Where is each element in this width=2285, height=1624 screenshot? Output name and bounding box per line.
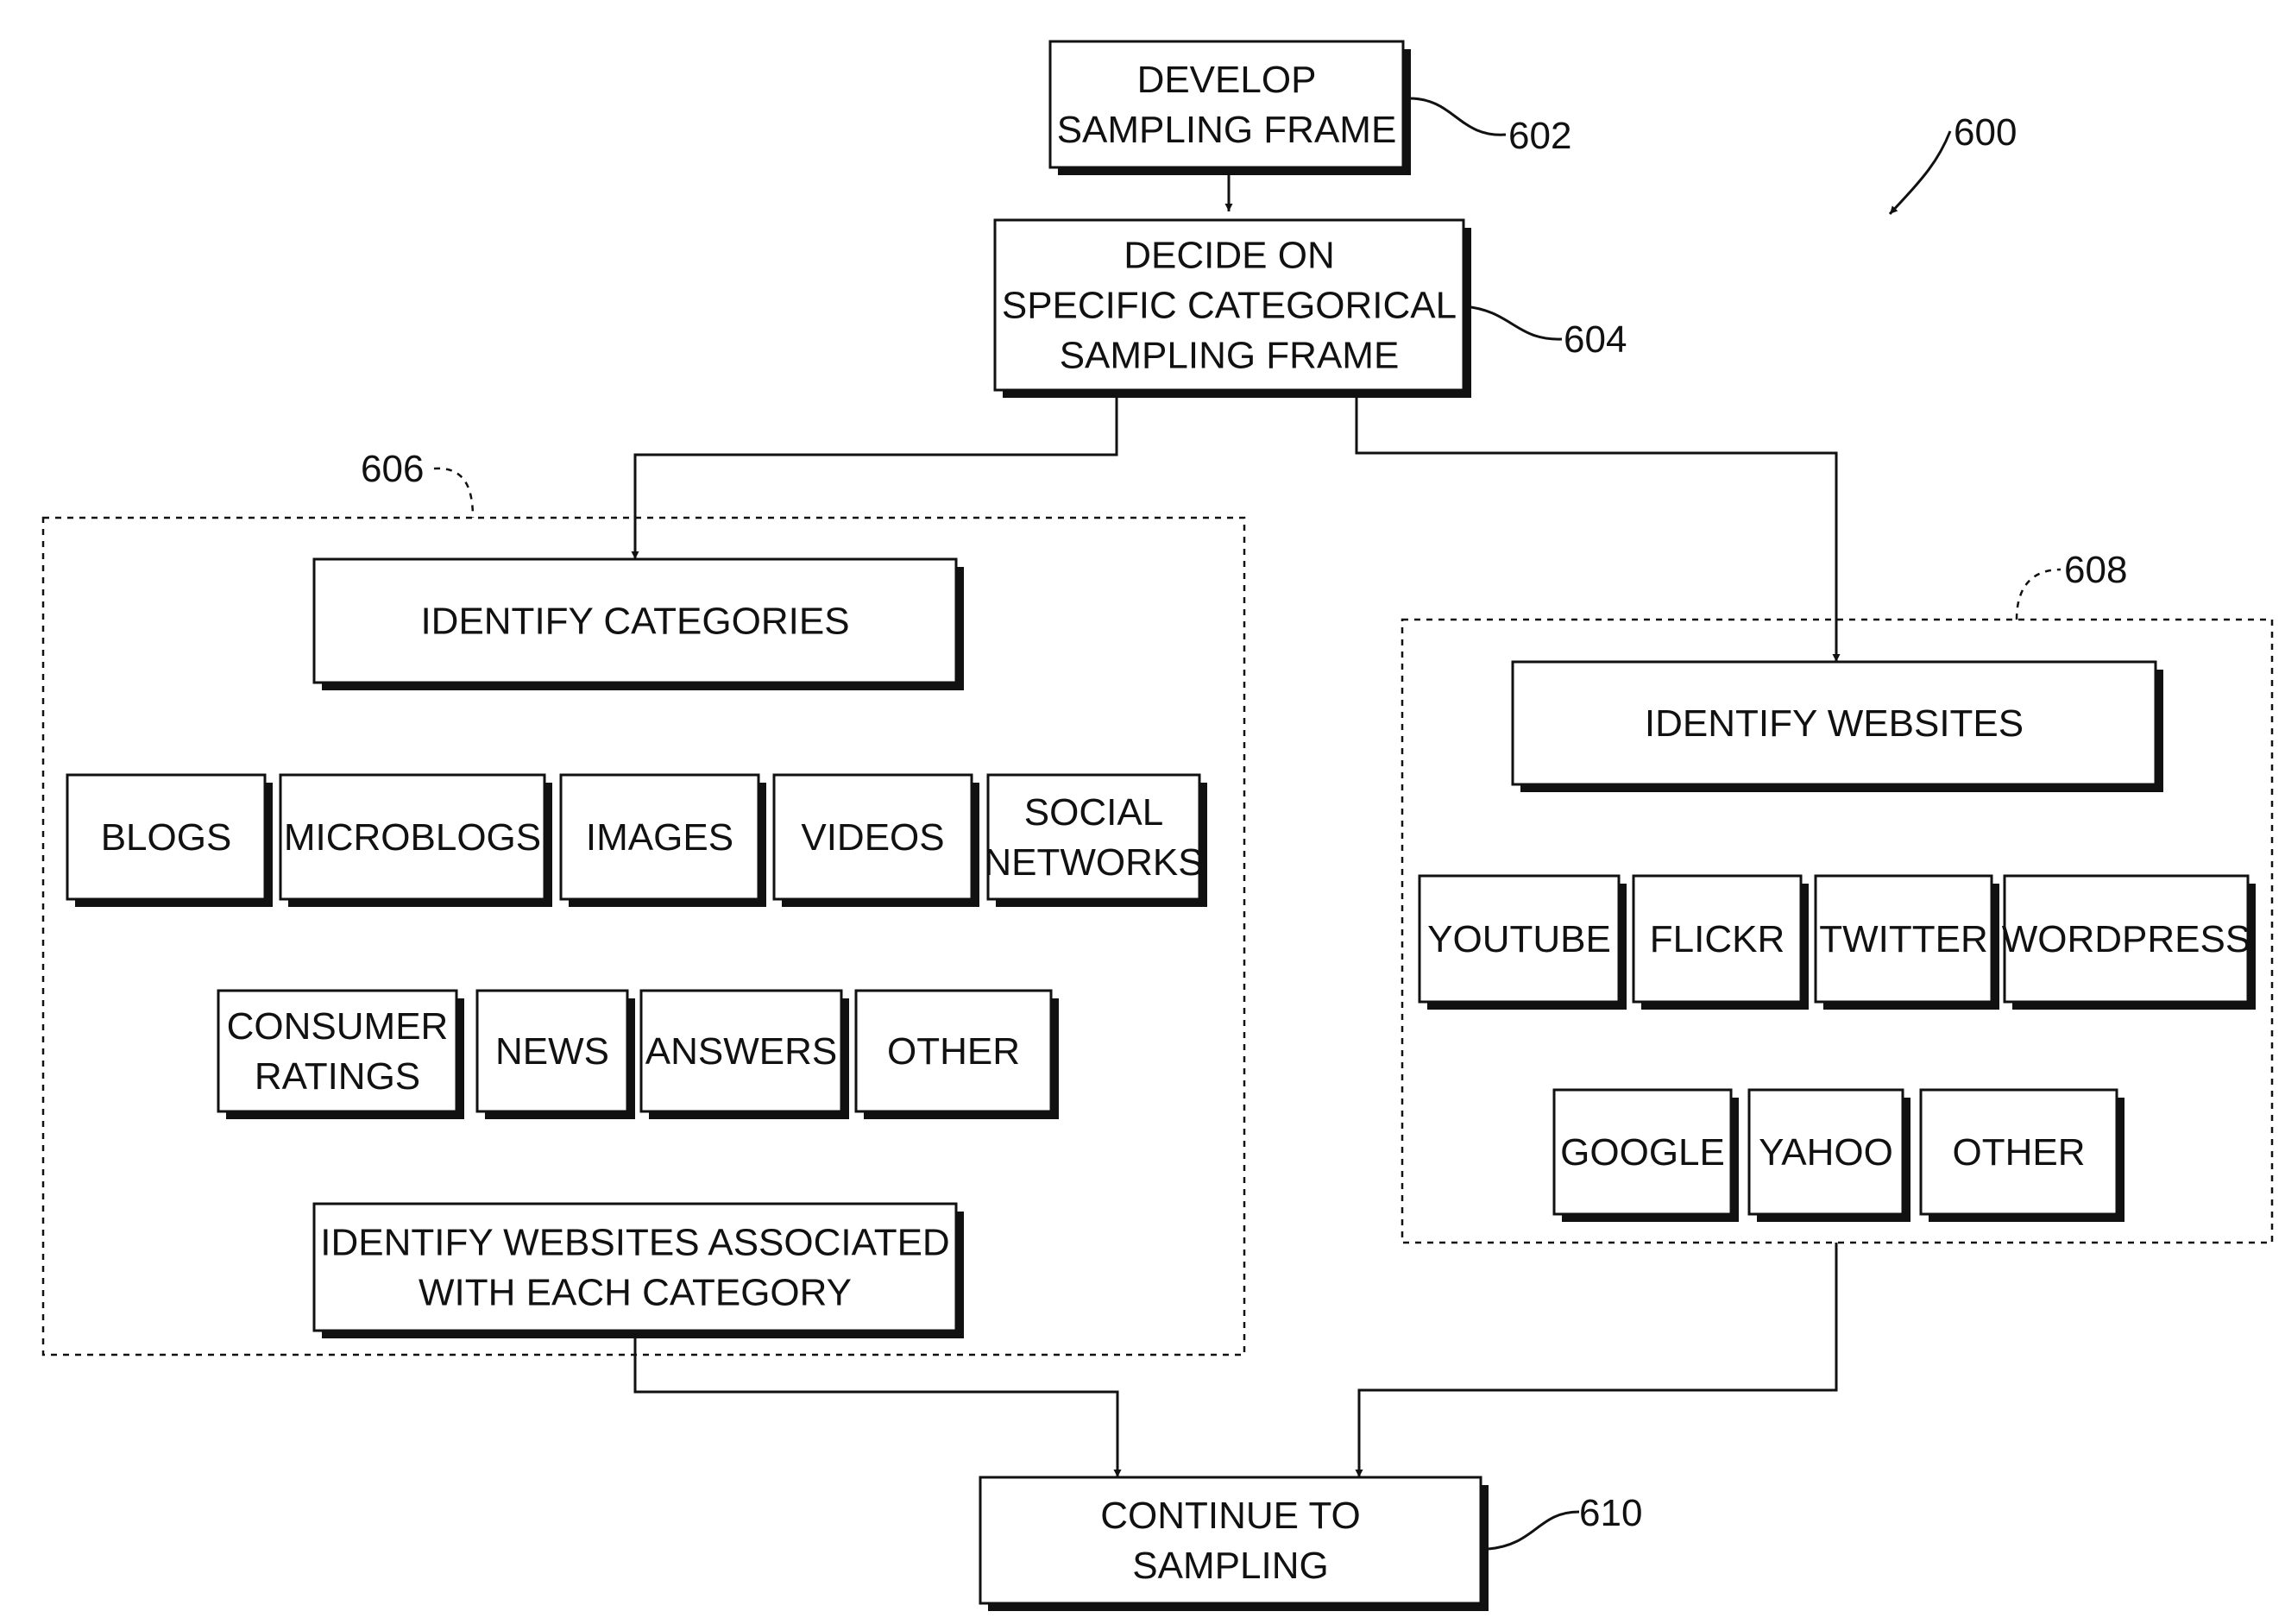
identify-categories-box-label-line-1: IDENTIFY CATEGORIES — [420, 601, 849, 643]
ref-label-602: 602 — [1508, 115, 1571, 157]
ref-label-606: 606 — [361, 448, 424, 490]
website-yahoo-box: YAHOO — [1749, 1090, 1910, 1222]
continue-to-sampling-box: CONTINUE TO SAMPLING — [980, 1477, 1489, 1611]
category-images-box: IMAGES — [561, 775, 766, 907]
category-news-box-label-line-1: NEWS — [495, 1030, 609, 1073]
decide-categorical-frame-box-label-line-3: SAMPLING FRAME — [1060, 335, 1400, 377]
continue-to-sampling-box-label-line-2: SAMPLING — [1132, 1545, 1328, 1587]
website-youtube-box: YOUTUBE — [1419, 876, 1627, 1010]
leader-610 — [1489, 1512, 1579, 1549]
website-twitter-box-label-line-1: TWITTER — [1819, 918, 1988, 960]
arrow-604-to-categories — [635, 390, 1117, 559]
develop-sampling-frame-box: DEVELOP SAMPLING FRAME — [1050, 41, 1411, 175]
leader-608 — [2017, 570, 2061, 620]
category-microblogs-box: MICROBLOGS — [280, 775, 552, 907]
website-other-box: OTHER — [1921, 1090, 2124, 1222]
website-other-box-label-line-1: OTHER — [1953, 1131, 2086, 1174]
category-blogs-box-label-line-1: BLOGS — [101, 816, 232, 859]
website-google-box: GOOGLE — [1554, 1090, 1739, 1222]
category-images-box-label-line-1: IMAGES — [586, 816, 733, 859]
website-wordpress-box-label-line-1: WORDPRESS — [2002, 918, 2250, 960]
category-microblogs-box-label-line-1: MICROBLOGS — [284, 816, 541, 859]
leader-602 — [1407, 98, 1506, 135]
decide-categorical-frame-box-label-line-2: SPECIFIC CATEGORICAL — [1002, 285, 1457, 327]
category-news-box: NEWS — [477, 991, 635, 1119]
category-consumer-ratings-box-label-line-2: RATINGS — [255, 1055, 420, 1098]
arrow-categories-to-610 — [635, 1335, 1117, 1477]
identify-websites-box-label-line-1: IDENTIFY WEBSITES — [1645, 702, 2024, 745]
category-social-networks-box: SOCIAL NETWORKS — [984, 775, 1207, 907]
identify-websites-per-category-box-label-line-2: WITH EACH CATEGORY — [419, 1272, 852, 1314]
ref-label-610: 610 — [1579, 1492, 1642, 1534]
category-answers-box-label-line-1: ANSWERS — [645, 1030, 837, 1073]
website-youtube-box-label-line-1: YOUTUBE — [1427, 918, 1611, 960]
category-social-networks-box-label-line-2: NETWORKS — [984, 841, 1203, 884]
identify-categories-box: IDENTIFY CATEGORIES — [314, 559, 964, 690]
category-videos-box: VIDEOS — [774, 775, 979, 907]
leader-600 — [1890, 131, 1950, 214]
website-google-box-label-line-1: GOOGLE — [1560, 1131, 1725, 1174]
ref-label-600: 600 — [1954, 111, 2017, 154]
category-answers-box: ANSWERS — [641, 991, 849, 1119]
category-other-box: OTHER — [856, 991, 1059, 1119]
category-other-box-label-line-1: OTHER — [887, 1030, 1020, 1073]
ref-label-608: 608 — [2064, 549, 2127, 591]
website-flickr-box-label-line-1: FLICKR — [1650, 918, 1785, 960]
category-videos-box-label-line-1: VIDEOS — [801, 816, 944, 859]
identify-websites-per-category-box-label-line-1: IDENTIFY WEBSITES ASSOCIATED — [320, 1222, 949, 1264]
category-consumer-ratings-box-label-line-1: CONSUMER — [227, 1005, 449, 1048]
continue-to-sampling-box-label-line-1: CONTINUE TO — [1100, 1495, 1361, 1537]
website-yahoo-box-label-line-1: YAHOO — [1759, 1131, 1893, 1174]
arrow-websites-to-610 — [1359, 1243, 1836, 1477]
leader-604 — [1464, 306, 1562, 339]
develop-sampling-frame-box-label-line-2: SAMPLING FRAME — [1057, 109, 1397, 151]
ref-label-604: 604 — [1564, 318, 1627, 361]
leader-606 — [434, 469, 473, 518]
arrow-604-to-websites — [1357, 390, 1836, 662]
develop-sampling-frame-box-label-line-1: DEVELOP — [1137, 59, 1317, 101]
identify-websites-per-category-box: IDENTIFY WEBSITES ASSOCIATED WITH EACH CA… — [314, 1204, 964, 1338]
website-twitter-box: TWITTER — [1816, 876, 1999, 1010]
category-social-networks-box-label-line-1: SOCIAL — [1024, 791, 1163, 834]
identify-websites-box: IDENTIFY WEBSITES — [1513, 662, 2163, 792]
decide-categorical-frame-box-label-line-1: DECIDE ON — [1124, 235, 1334, 277]
category-blogs-box: BLOGS — [67, 775, 273, 907]
website-wordpress-box: WORDPRESS — [2002, 876, 2256, 1010]
process-boxes: DEVELOP SAMPLING FRAME DECIDE ON SPECIFIC C… — [67, 41, 2256, 1611]
category-consumer-ratings-box: CONSUMER RATINGS — [218, 991, 464, 1119]
website-flickr-box: FLICKR — [1633, 876, 1809, 1010]
decide-categorical-frame-box: DECIDE ON SPECIFIC CATEGORICAL SAMPLING FR… — [995, 220, 1471, 398]
